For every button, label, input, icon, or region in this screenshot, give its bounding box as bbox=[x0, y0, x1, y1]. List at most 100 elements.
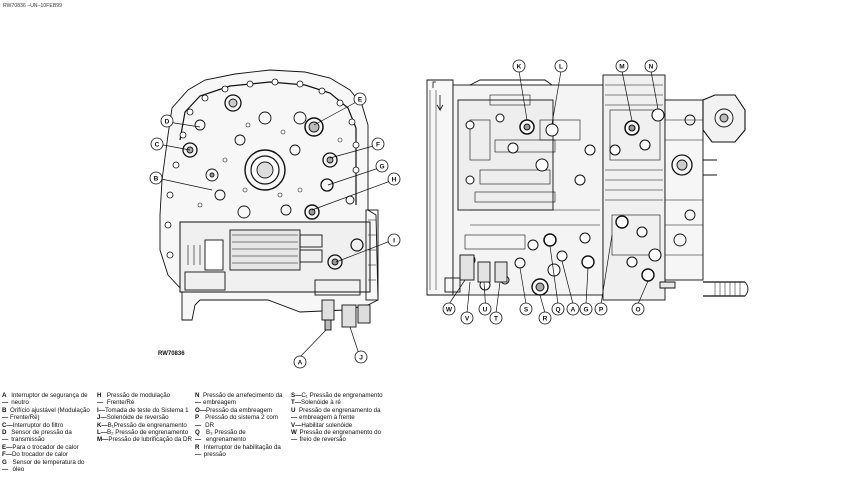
legend-key: F— bbox=[2, 451, 12, 459]
legend-description: Sensor de temperatura do óleo bbox=[12, 458, 85, 474]
legend-description: Orifício ajustável (Modulação Frente/Ré) bbox=[10, 406, 90, 422]
legend-key: C— bbox=[2, 421, 13, 429]
legend-description: Habilitar solenóide bbox=[301, 421, 353, 429]
legend-item: S—C₁ Pressão de engrenamento bbox=[291, 392, 391, 399]
legend-description: Solenóide de reversão bbox=[106, 414, 169, 422]
legend-description: Solenóide à ré bbox=[300, 399, 341, 407]
callout-O: O bbox=[631, 302, 645, 316]
callout-S: S bbox=[519, 302, 533, 316]
callout-C: C bbox=[150, 137, 164, 151]
legend-key: D— bbox=[2, 429, 9, 444]
legend-description: Tomada de teste do Sistema 1 bbox=[105, 406, 189, 414]
callout-G-right: G bbox=[579, 302, 593, 316]
transmission-diagram: A B C D E F G H I J K L M N O P A G Q R … bbox=[149, 59, 749, 369]
legend-item: D—Sensor de pressão da transmissão bbox=[2, 429, 94, 444]
legend-key: R— bbox=[195, 443, 202, 459]
legend-description: Sensor de pressão da transmissão bbox=[11, 429, 72, 444]
callout-U: U bbox=[478, 302, 492, 316]
legend-item: H—Pressão de modulação Frente/Ré bbox=[97, 392, 192, 407]
legend-description: Pressão da embreagem bbox=[206, 406, 273, 414]
svg-text:V: V bbox=[465, 316, 470, 323]
legend-item: P—Pressão do sistema 2 com DR bbox=[195, 414, 287, 429]
svg-text:B: B bbox=[154, 176, 159, 183]
svg-text:N: N bbox=[649, 64, 654, 71]
callout-A: A bbox=[293, 355, 307, 369]
legend-description: B₁Pressão de engrenamento bbox=[107, 421, 187, 429]
svg-text:M: M bbox=[619, 64, 624, 71]
callout-V: V bbox=[460, 311, 474, 325]
callout-G: G bbox=[375, 159, 389, 173]
legend-key: L— bbox=[97, 429, 107, 437]
legend-key: J— bbox=[97, 414, 107, 422]
svg-text:U: U bbox=[483, 307, 488, 314]
svg-text:H: H bbox=[392, 177, 397, 184]
legend-description: Pressão do sistema 2 com DR bbox=[205, 414, 279, 429]
svg-text:K: K bbox=[517, 64, 522, 71]
callout-Q: Q bbox=[551, 302, 565, 316]
svg-text:J: J bbox=[359, 355, 363, 362]
figure-label: RW70836 bbox=[158, 351, 185, 357]
legend-key: S— bbox=[291, 392, 302, 399]
svg-text:L: L bbox=[559, 64, 563, 71]
legend-item: L—B₂ Pressão de engrenamento bbox=[97, 429, 192, 436]
callout-A-right: A bbox=[566, 302, 580, 316]
legend-description: Interruptor do filtro bbox=[12, 421, 64, 429]
legend-item: Q—B₃ Pressão de engrenamento bbox=[195, 429, 287, 444]
legend-item: E—Para o trocador de calor bbox=[2, 444, 94, 451]
callout-P: P bbox=[594, 302, 608, 316]
svg-text:W: W bbox=[446, 307, 453, 314]
svg-text:Q: Q bbox=[555, 307, 560, 314]
legend-description: Para o trocador de calor bbox=[12, 443, 79, 451]
svg-text:O: O bbox=[635, 307, 640, 314]
legend-item: R—Interruptor de habilitação da pressão bbox=[195, 444, 287, 459]
legend-key: A— bbox=[2, 392, 9, 407]
svg-text:G: G bbox=[379, 164, 384, 171]
callout-I: I bbox=[387, 233, 401, 247]
svg-text:T: T bbox=[494, 316, 498, 323]
callout-F: F bbox=[371, 137, 385, 151]
legend-key: K— bbox=[97, 421, 108, 429]
legend-description: Pressão de modulação Frente/Ré bbox=[106, 392, 171, 407]
legend-key: G— bbox=[2, 458, 9, 474]
callout-L: L bbox=[554, 59, 568, 73]
legend-item: U—Pressão de engrenamento da embreagem à… bbox=[291, 407, 391, 422]
legend-item: W—Pressão de engrenamento do freio de re… bbox=[291, 429, 391, 444]
svg-text:A: A bbox=[298, 360, 303, 367]
svg-text:I: I bbox=[393, 238, 395, 245]
callout-B: B bbox=[149, 171, 163, 185]
legend-item: C—Interruptor do filtro bbox=[2, 422, 94, 429]
legend-description: Pressão de lubrificação da DR bbox=[108, 436, 192, 444]
legend-key: V— bbox=[291, 421, 302, 429]
legend-item: J—Solenóide de reversão bbox=[97, 414, 192, 421]
left-callouts bbox=[156, 99, 394, 358]
legend-key: O— bbox=[195, 406, 207, 414]
callout-H: H bbox=[387, 172, 401, 186]
legend-item: B—Orifício ajustável (Modulação Frente/R… bbox=[2, 407, 94, 422]
legend-item: A—Interruptor de segurança de neutro bbox=[2, 392, 94, 407]
legend-item: N—Pressão de arrefecimento da embreagem bbox=[195, 392, 287, 407]
legend-key: I— bbox=[97, 406, 105, 414]
legend-item: G—Sensor de temperatura do óleo bbox=[2, 459, 94, 474]
callout-T: T bbox=[489, 311, 503, 325]
legend-key: M— bbox=[97, 436, 109, 444]
legend-item: I—Tomada de teste do Sistema 1 bbox=[97, 407, 192, 414]
legend-item: O—Pressão da embreagem bbox=[195, 407, 287, 414]
svg-text:C: C bbox=[155, 142, 160, 149]
legend-item: V—Habilitar solenóide bbox=[291, 422, 391, 429]
svg-text:G: G bbox=[583, 307, 588, 314]
callout-W: W bbox=[442, 302, 456, 316]
left-housing-drawing bbox=[159, 69, 379, 331]
svg-text:A: A bbox=[571, 307, 576, 314]
legend-key: W— bbox=[291, 429, 298, 444]
callout-D: D bbox=[160, 114, 174, 128]
callout-R: R bbox=[538, 311, 552, 325]
legend-key: B— bbox=[2, 406, 9, 422]
callout-K: K bbox=[512, 59, 526, 73]
legend-description: Do trocador de calor bbox=[11, 451, 69, 459]
svg-text:P: P bbox=[599, 307, 604, 314]
svg-text:S: S bbox=[524, 307, 529, 314]
legend-key: Q— bbox=[195, 429, 202, 444]
